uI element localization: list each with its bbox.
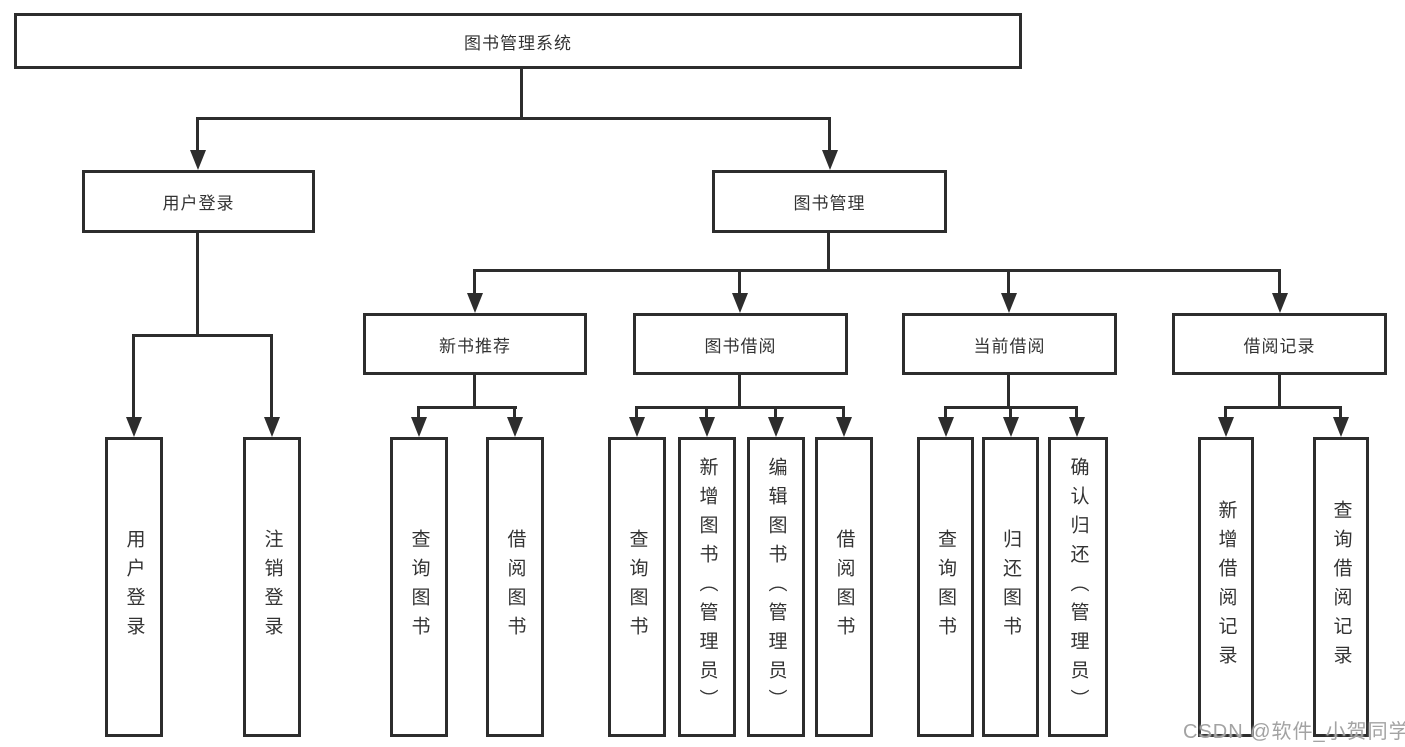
connector-bookmgmt-drop1 (473, 269, 476, 293)
arrow-down-icon (507, 417, 523, 437)
leaf-br-add-record: 新增借阅记录 (1198, 437, 1254, 737)
arrow-down-icon (1003, 417, 1019, 437)
leaf-bb-edit-book-admin: 编辑图书（管理员） (747, 437, 805, 737)
arrow-down-icon (699, 417, 715, 437)
arrow-down-icon (1218, 417, 1234, 437)
connector-cb-drop2 (1009, 406, 1012, 419)
arrow-down-icon (467, 293, 483, 313)
connector-cb-drop1 (944, 406, 947, 419)
arrow-down-icon (264, 417, 280, 437)
leaf-bb-add-book-admin: 新增图书（管理员） (678, 437, 736, 737)
node-user-login: 用户登录 (82, 170, 315, 233)
arrow-down-icon (836, 417, 852, 437)
leaf-bb-query-book: 查询图书 (608, 437, 666, 737)
arrow-down-icon (1001, 293, 1017, 313)
leaf-nb-borrow-book: 借阅图书 (486, 437, 544, 737)
connector-userlogin-stem (196, 233, 199, 337)
arrow-down-icon (768, 417, 784, 437)
connector-nb-drop2 (513, 406, 516, 419)
connector-br-hline (1224, 406, 1342, 409)
connector-nb-stem (473, 375, 476, 409)
leaf-nb-query-book: 查询图书 (390, 437, 448, 737)
connector-userlogin-drop1 (132, 334, 135, 417)
arrow-down-icon (822, 150, 838, 170)
connector-bb-hline (635, 406, 845, 409)
arrow-down-icon (1272, 293, 1288, 313)
connector-nb-hline (417, 406, 517, 409)
node-book-borrow: 图书借阅 (633, 313, 848, 375)
node-new-book-recommend: 新书推荐 (363, 313, 587, 375)
connector-cb-stem (1007, 375, 1010, 409)
connector-root-drop-left (196, 117, 199, 152)
arrow-down-icon (629, 417, 645, 437)
leaf-user-login: 用户登录 (105, 437, 163, 737)
arrow-down-icon (938, 417, 954, 437)
connector-root-hline (197, 117, 831, 120)
connector-bookmgmt-drop4 (1278, 269, 1281, 293)
connector-br-drop1 (1224, 406, 1227, 419)
arrow-down-icon (1069, 417, 1085, 437)
connector-br-stem (1278, 375, 1281, 409)
connector-bookmgmt-stem (827, 233, 830, 272)
node-root: 图书管理系统 (14, 13, 1022, 69)
connector-bookmgmt-drop3 (1007, 269, 1010, 293)
connector-bookmgmt-drop2 (738, 269, 741, 293)
connector-userlogin-drop2 (270, 334, 273, 417)
connector-bb-drop3 (774, 406, 777, 419)
connector-userlogin-hline (132, 334, 273, 337)
node-book-management: 图书管理 (712, 170, 947, 233)
leaf-cb-confirm-return-admin: 确认归还（管理员） (1048, 437, 1108, 737)
leaf-bb-borrow-book: 借阅图书 (815, 437, 873, 737)
connector-bb-stem (738, 375, 741, 409)
leaf-logout: 注销登录 (243, 437, 301, 737)
leaf-cb-query-book: 查询图书 (917, 437, 974, 737)
connector-bb-drop2 (705, 406, 708, 419)
connector-bookmgmt-hline (473, 269, 1281, 272)
leaf-br-query-record: 查询借阅记录 (1313, 437, 1369, 737)
csdn-watermark: CSDN @软件_小贺同学 (1183, 721, 1405, 743)
arrow-down-icon (1333, 417, 1349, 437)
connector-nb-drop1 (417, 406, 420, 419)
leaf-cb-return-book: 归还图书 (982, 437, 1039, 737)
arrow-down-icon (732, 293, 748, 313)
node-current-borrow: 当前借阅 (902, 313, 1117, 375)
connector-bb-drop4 (842, 406, 845, 419)
connector-cb-drop3 (1075, 406, 1078, 419)
connector-br-drop2 (1339, 406, 1342, 419)
arrow-down-icon (190, 150, 206, 170)
connector-root-drop-right (828, 117, 831, 152)
arrow-down-icon (126, 417, 142, 437)
connector-bb-drop1 (635, 406, 638, 419)
arrow-down-icon (411, 417, 427, 437)
node-borrow-record: 借阅记录 (1172, 313, 1387, 375)
connector-root-stem (520, 67, 523, 120)
